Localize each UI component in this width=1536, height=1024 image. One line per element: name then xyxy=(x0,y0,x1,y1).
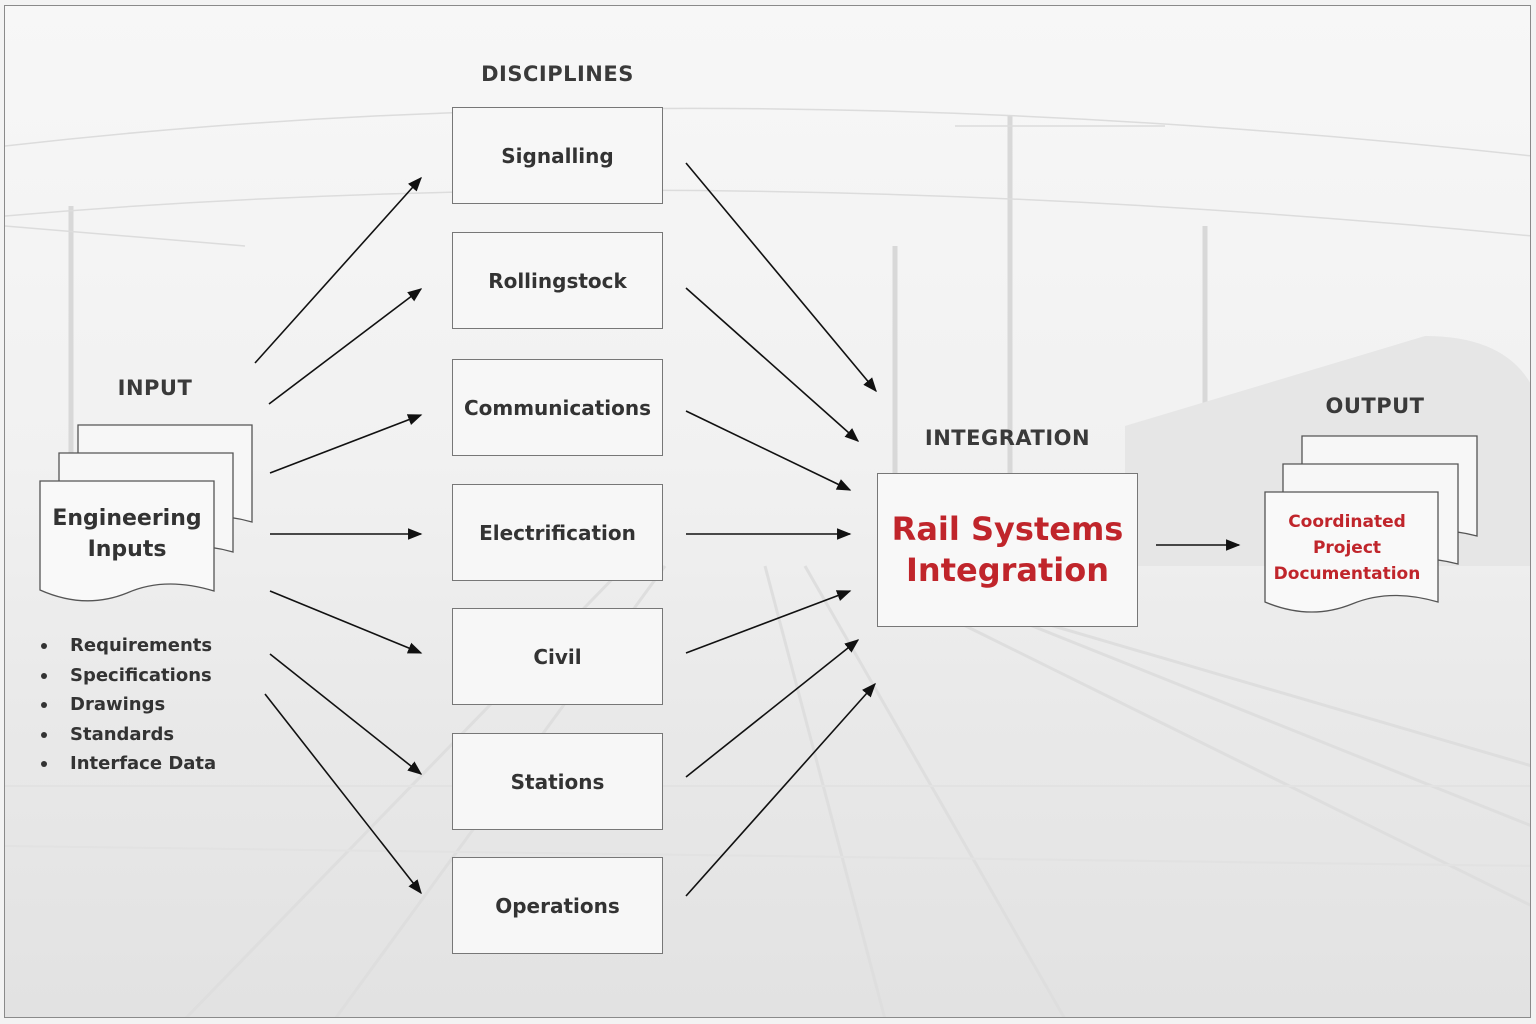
arrow-input-to-rollingstock xyxy=(268,288,423,405)
input-heading: INPUT xyxy=(117,376,193,400)
input-document-label: Engineering Inputs xyxy=(52,506,202,562)
output-document-stack-icon xyxy=(1264,435,1478,613)
arrow-rollingstock-to-integration xyxy=(685,287,860,442)
arrow-stations-to-integration xyxy=(685,639,860,778)
arrow-communications-to-integration xyxy=(685,410,852,491)
diagram-frame: DISCIPLINES INPUT INTEGRATION OUTPUT Eng… xyxy=(4,5,1531,1018)
arrow-input-to-communications xyxy=(269,414,423,474)
arrow-input-to-civil xyxy=(269,590,423,654)
arrow-signalling-to-integration xyxy=(685,162,877,393)
input-document-stack-icon xyxy=(39,424,253,602)
input-item-requirements: Requirements xyxy=(35,631,216,661)
arrow-input-to-operations xyxy=(264,693,422,895)
output-document-label: Coordinated Project Documentation xyxy=(1273,512,1421,584)
input-item-interface-data: Interface Data xyxy=(35,749,216,779)
flow-arrows xyxy=(254,162,1241,897)
discipline-stations: Stations xyxy=(452,733,663,830)
disciplines-heading: DISCIPLINES xyxy=(481,62,634,86)
integration-heading: INTEGRATION xyxy=(924,426,1091,450)
input-item-standards: Standards xyxy=(35,720,216,750)
discipline-rollingstock: Rollingstock xyxy=(452,232,663,329)
discipline-electrification: Electrification xyxy=(452,484,663,581)
arrow-civil-to-integration xyxy=(685,590,852,654)
discipline-civil: Civil xyxy=(452,608,663,705)
discipline-operations: Operations xyxy=(452,857,663,954)
input-list: Requirements Specifications Drawings Sta… xyxy=(35,631,216,779)
discipline-communications: Communications xyxy=(452,359,663,456)
input-item-drawings: Drawings xyxy=(35,690,216,720)
input-item-specifications: Specifications xyxy=(35,661,216,691)
output-heading: OUTPUT xyxy=(1325,394,1425,418)
discipline-signalling: Signalling xyxy=(452,107,663,204)
arrow-input-to-stations xyxy=(269,653,423,775)
integration-box: Rail Systems Integration xyxy=(877,473,1138,627)
arrow-operations-to-integration xyxy=(685,682,876,897)
arrow-input-to-signalling xyxy=(254,176,422,364)
